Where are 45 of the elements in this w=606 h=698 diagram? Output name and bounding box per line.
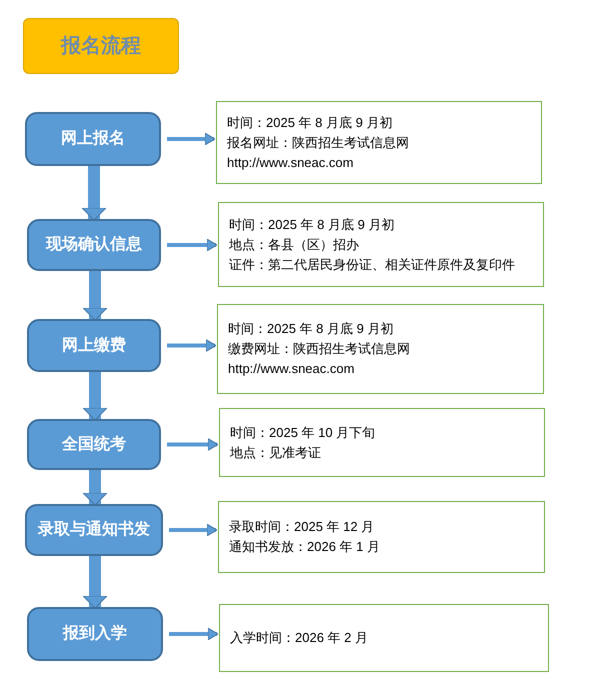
info-line: http://www.sneac.com bbox=[228, 360, 356, 378]
step-label: 录取与通知书发 bbox=[38, 519, 150, 540]
info-line: http://www.sneac.com bbox=[227, 154, 354, 172]
arrow bbox=[167, 238, 218, 252]
step-label: 全国统考 bbox=[62, 434, 126, 454]
step-label: 报到入学 bbox=[63, 623, 127, 644]
arrow bbox=[167, 132, 216, 146]
step-label: 现场确认信息 bbox=[46, 234, 142, 255]
info-box bbox=[218, 202, 544, 287]
info-line: 地点：见准考证 bbox=[230, 444, 322, 462]
info-line: 报名网址：陕西招生考试信息网 bbox=[227, 134, 410, 152]
info-line: 证件：第二代居民身份证、相关证件原件及复印件 bbox=[229, 256, 516, 274]
arrow bbox=[82, 470, 108, 506]
process-box bbox=[25, 504, 163, 556]
process-box bbox=[27, 419, 161, 470]
step-label: 网上缴费 bbox=[62, 336, 126, 356]
info-line: 入学时间：2026 年 2 月 bbox=[230, 629, 369, 647]
step-label: 网上报名 bbox=[61, 128, 125, 149]
info-box bbox=[216, 101, 542, 184]
arrow bbox=[167, 438, 218, 451]
process-box bbox=[27, 319, 161, 372]
title-text: 报名流程 bbox=[61, 34, 141, 59]
arrow bbox=[82, 372, 108, 420]
process-box bbox=[27, 219, 161, 271]
info-box bbox=[218, 501, 545, 573]
arrow bbox=[82, 166, 106, 220]
info-line: 通知书发放：2026 年 1 月 bbox=[229, 538, 381, 556]
process-box bbox=[25, 112, 161, 166]
arrow bbox=[82, 271, 108, 320]
process-box bbox=[27, 607, 163, 661]
info-line: 地点：各县（区）招办 bbox=[229, 236, 360, 254]
info-line: 时间：2025 年 8 月底 9 月初 bbox=[228, 320, 394, 338]
info-box bbox=[217, 304, 544, 394]
title-banner bbox=[23, 18, 179, 74]
arrow bbox=[167, 339, 216, 352]
info-line: 缴费网址：陕西招生考试信息网 bbox=[228, 340, 411, 358]
info-line: 时间：2025 年 10 月下旬 bbox=[230, 424, 376, 442]
arrow bbox=[169, 628, 218, 640]
info-box bbox=[219, 604, 549, 672]
info-line: 时间：2025 年 8 月底 9 月初 bbox=[227, 114, 394, 132]
arrow bbox=[82, 556, 108, 608]
arrow bbox=[169, 524, 218, 536]
info-line: 录取时间：2025 年 12 月 bbox=[229, 518, 376, 536]
info-line: 时间：2025 年 8 月底 9 月初 bbox=[229, 216, 396, 234]
info-box bbox=[219, 408, 545, 477]
